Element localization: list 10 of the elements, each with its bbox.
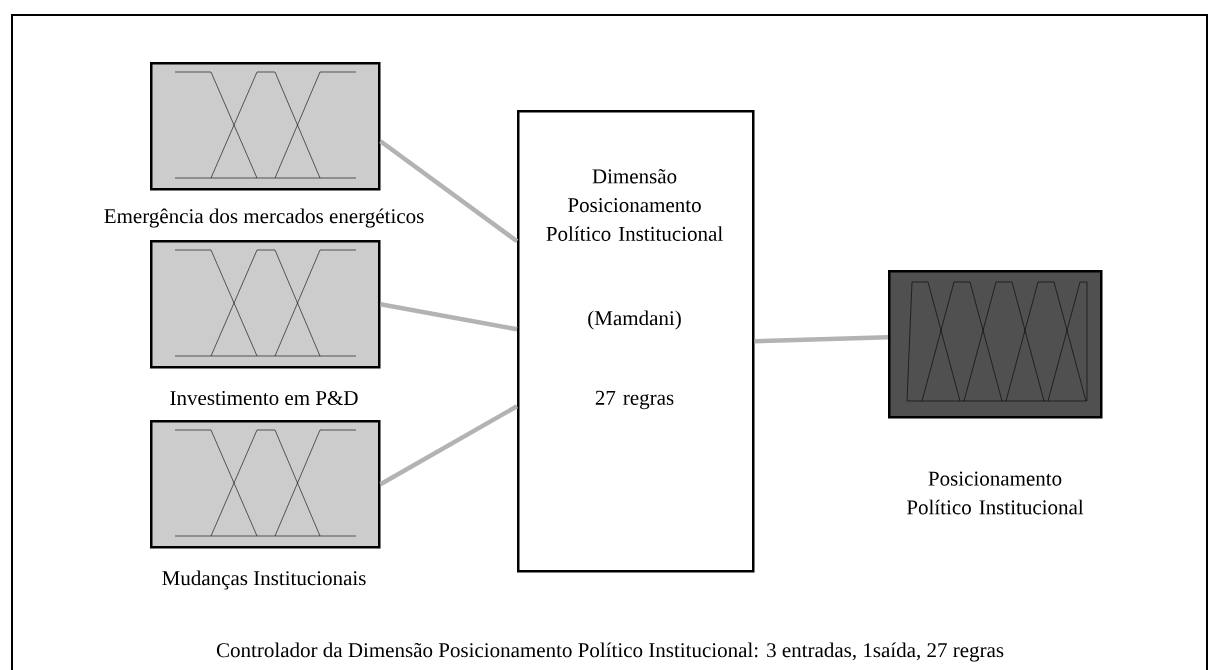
connector-line bbox=[754, 335, 889, 344]
connector-line bbox=[379, 404, 519, 487]
caption: Controlador da Dimensão Posicionamento Político Institucional: 3 entradas, 1saída, 27 regras bbox=[216, 642, 1004, 662]
connector-line bbox=[380, 302, 518, 332]
input-label: Emergência dos mercados energéticos bbox=[104, 208, 424, 228]
controller-box: Dimensão Posicionamento Político Institucional (Mamdani) 27 regras bbox=[517, 110, 755, 573]
input-label: Investimento em P&D bbox=[170, 390, 358, 406]
output-label: Posicionamento Político Institucional bbox=[906, 471, 1084, 515]
input-label: Mudanças Institucionais bbox=[162, 570, 366, 590]
connector-line bbox=[379, 139, 519, 244]
